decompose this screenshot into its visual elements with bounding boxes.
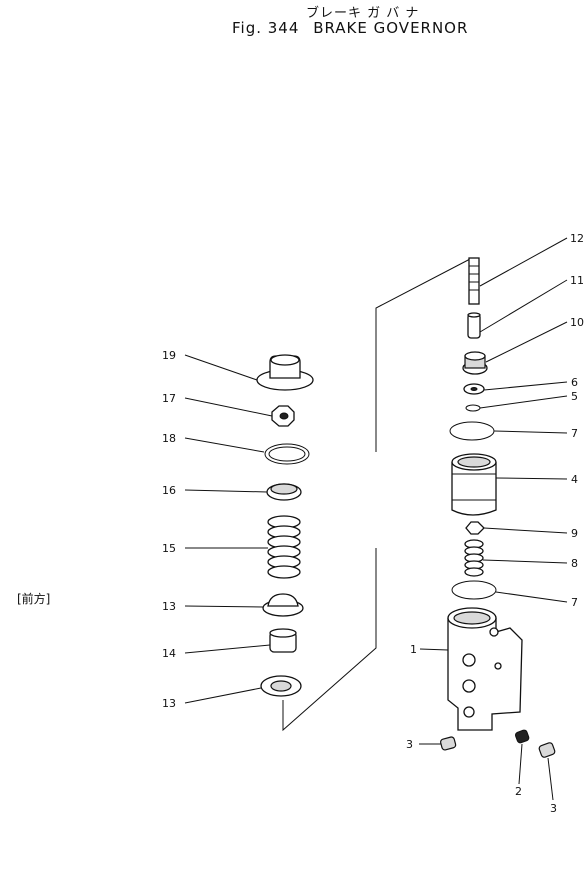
part-15-spring bbox=[267, 515, 301, 579]
part-18-snap-ring bbox=[264, 443, 310, 465]
callout-11: 11 bbox=[570, 274, 584, 287]
part-5-o-ring bbox=[465, 404, 481, 412]
callout-1: 1 bbox=[410, 643, 417, 656]
callout-13-lower: 13 bbox=[162, 697, 176, 710]
part-13-seat-upper bbox=[262, 593, 304, 617]
callout-17: 17 bbox=[162, 392, 176, 405]
callout-15: 15 bbox=[162, 542, 176, 555]
callout-12: 12 bbox=[570, 232, 584, 245]
title-japanese: ブレーキ ガ バ ナ bbox=[306, 6, 420, 21]
callout-4: 4 bbox=[571, 473, 578, 486]
callout-18: 18 bbox=[162, 432, 176, 445]
callout-19: 19 bbox=[162, 349, 176, 362]
callout-2: 2 bbox=[515, 785, 522, 798]
part-14-spacer bbox=[269, 628, 297, 653]
callout-8: 8 bbox=[571, 557, 578, 570]
callout-16: 16 bbox=[162, 484, 176, 497]
part-3-plug-left bbox=[440, 736, 457, 751]
part-1-body bbox=[447, 607, 523, 731]
figure-name: BRAKE GOVERNOR bbox=[313, 19, 469, 37]
part-16-nut bbox=[266, 483, 302, 501]
part-12-stem bbox=[468, 257, 480, 305]
callout-7-lower: 7 bbox=[571, 596, 578, 609]
callout-10: 10 bbox=[570, 316, 584, 329]
part-10-valve bbox=[462, 351, 488, 375]
part-11-pin bbox=[467, 312, 481, 339]
callout-3-left: 3 bbox=[406, 738, 413, 751]
figure-title: Fig. 344 BRAKE GOVERNOR bbox=[232, 19, 476, 37]
part-2-plug bbox=[514, 729, 530, 744]
part-19-cap bbox=[256, 354, 314, 391]
part-3-plug-right bbox=[538, 742, 556, 758]
part-7-o-ring-upper bbox=[449, 421, 495, 441]
callout-5: 5 bbox=[571, 390, 578, 403]
callout-13-upper: 13 bbox=[162, 600, 176, 613]
assembly-bracket bbox=[282, 257, 473, 732]
part-13-seat-lower bbox=[260, 675, 302, 697]
callout-14: 14 bbox=[162, 647, 176, 660]
callout-7-upper: 7 bbox=[571, 427, 578, 440]
part-6-washer bbox=[463, 383, 485, 395]
callout-3-right: 3 bbox=[550, 802, 557, 815]
part-17-nut bbox=[271, 405, 295, 427]
front-direction-note: [前方] bbox=[17, 592, 51, 606]
part-9-nut bbox=[465, 521, 485, 535]
part-4-cylinder bbox=[451, 453, 497, 516]
callout-9: 9 bbox=[571, 527, 578, 540]
part-7-o-ring-lower bbox=[451, 580, 497, 600]
part-8-spring bbox=[464, 539, 484, 577]
callout-6: 6 bbox=[571, 376, 578, 389]
callout-labels: 12 11 10 6 5 7 4 9 8 7 1 3 2 3 19 17 18 … bbox=[162, 232, 584, 815]
leader-lines bbox=[184, 237, 568, 801]
figure-number: Fig. 344 bbox=[232, 19, 300, 37]
